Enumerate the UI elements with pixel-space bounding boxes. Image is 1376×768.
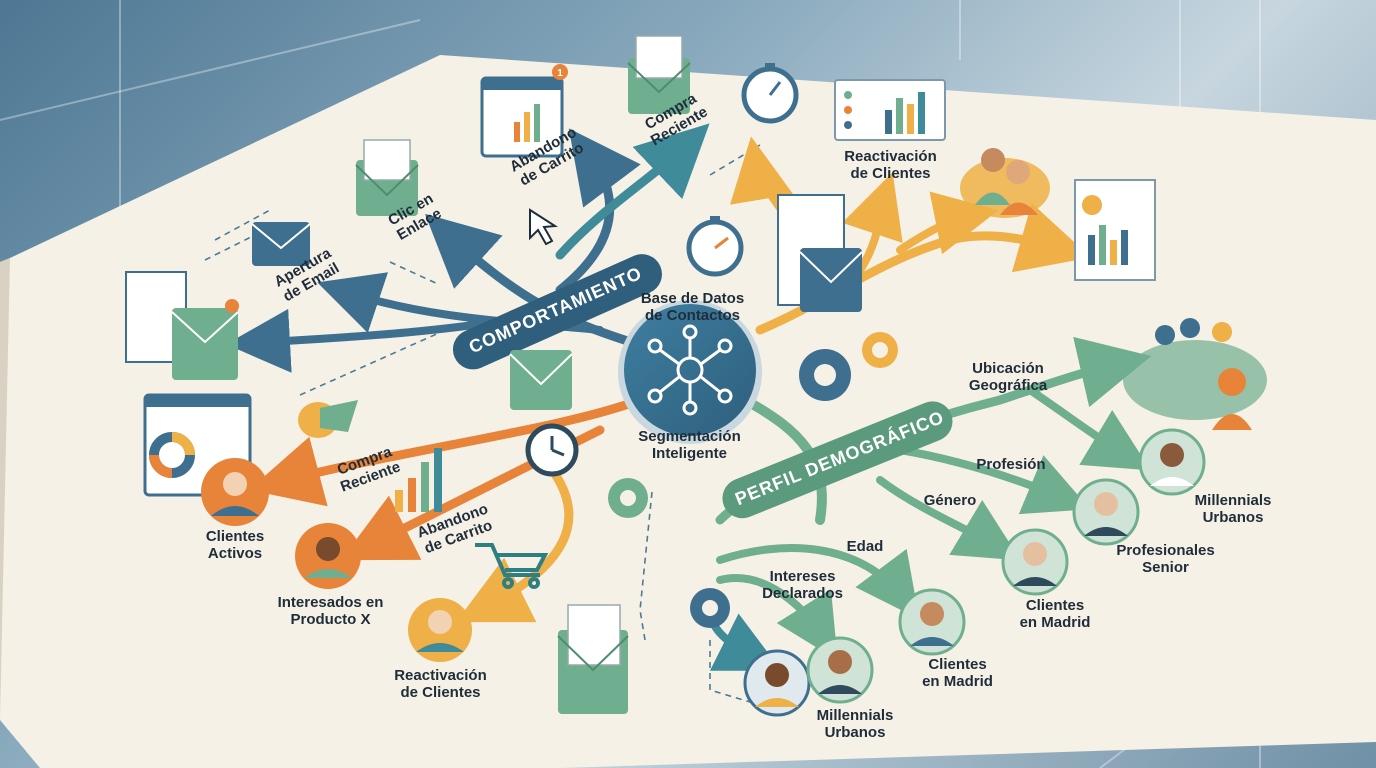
label-clientes-activos: Clientes Activos (180, 528, 290, 562)
email-icon-bottom (558, 605, 628, 714)
label-profesion: Profesión (966, 456, 1056, 473)
hub-subtitle: Segmentación Inteligente (622, 428, 757, 462)
label-genero: Género (905, 492, 995, 509)
report-document-icon (1075, 180, 1155, 280)
avatar-millennials-right (1140, 430, 1204, 494)
avatar-reactivacion (408, 598, 472, 662)
hub-title: Base de Datos de Contactos (630, 290, 755, 324)
avatar-millennials-bottom-man (808, 638, 872, 702)
label-profesionales-senior: Profesionales Senior (1098, 542, 1233, 576)
gear-icon-small (608, 478, 648, 518)
label-millennials-bottom: Millennials Urbanos (800, 707, 910, 741)
notification-badge-count: 1 (557, 68, 563, 79)
label-interesados-producto: Interesados en Producto X (258, 594, 403, 628)
avatar-madrid-left (900, 590, 964, 654)
label-intereses: Intereses Declarados (745, 568, 860, 602)
stopwatch-icon-top (744, 63, 796, 121)
avatar-madrid-right (1003, 530, 1067, 594)
label-madrid-left: Clientes en Madrid (900, 656, 1015, 690)
label-millennials-right: Millennials Urbanos (1178, 492, 1288, 526)
label-ubicacion: Ubicación Geográfica (958, 360, 1058, 394)
email-icon-mid (510, 350, 572, 410)
label-reactivacion-lower: Reactivación de Clientes (378, 667, 503, 701)
label-edad: Edad (830, 538, 900, 555)
label-madrid-right: Clientes en Madrid (1000, 597, 1110, 631)
gear-icon-bottom (690, 588, 730, 628)
gear-icon-blue (799, 349, 851, 401)
avatar-interesados (295, 523, 361, 589)
avatar-clientes-activos (201, 458, 269, 526)
label-reactivacion-top: Reactivación de Clientes (828, 148, 953, 182)
reactivation-dashboard-icon (835, 80, 945, 140)
clock-icon (528, 426, 576, 474)
avatar-millennials-bottom-woman (745, 651, 809, 715)
gear-icon-orange (862, 332, 898, 368)
avatar-profesionales (1074, 480, 1138, 544)
